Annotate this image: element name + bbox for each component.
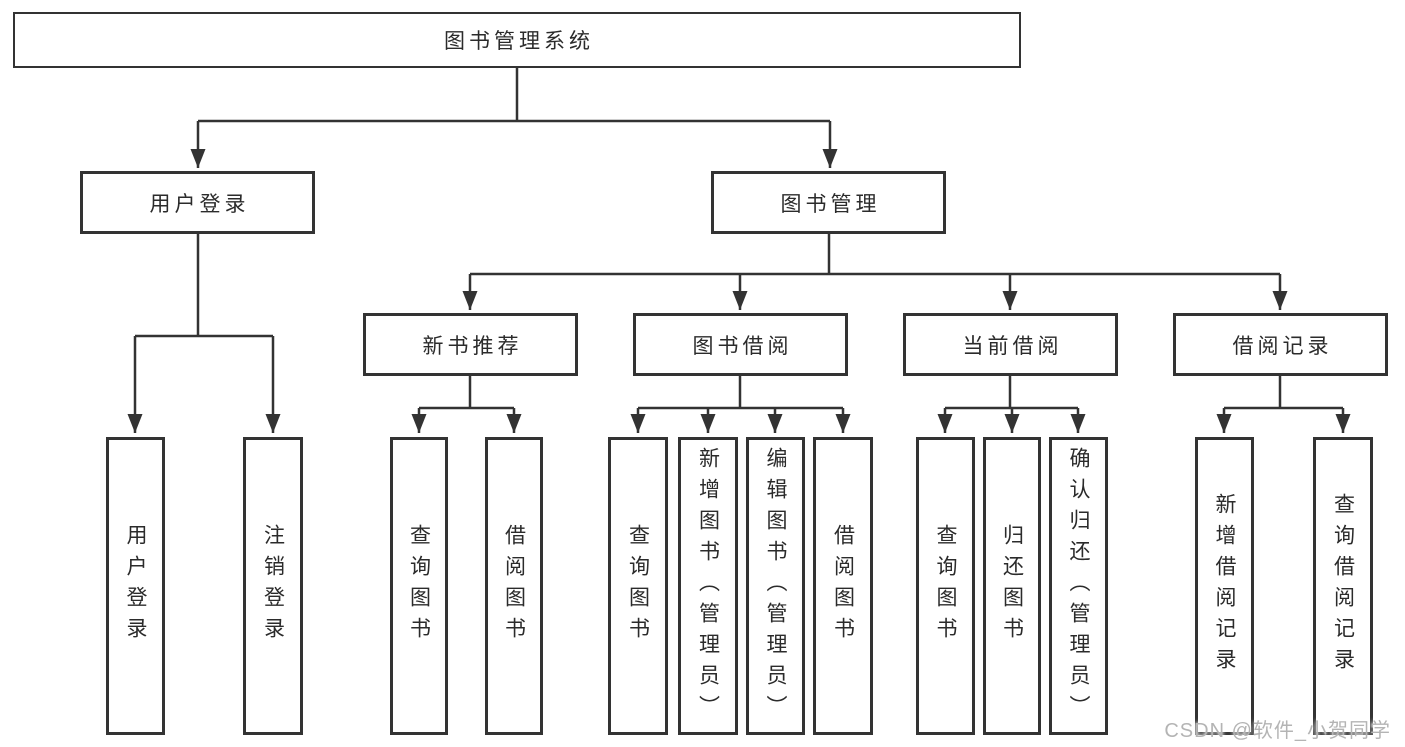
leaf-user-login: 用户登录 (106, 437, 165, 735)
node-book-borrow: 图书借阅 (633, 313, 848, 376)
node-current-borrow: 当前借阅 (903, 313, 1118, 376)
node-user-login: 用户登录 (80, 171, 315, 234)
connector-borrow-records-to-leaves (1216, 376, 1351, 433)
leaf-edit-book-admin: 编辑图书（管理员） (746, 437, 805, 735)
leaf-add-book-admin: 新增图书（管理员） (678, 437, 738, 735)
leaf-label: 新增借阅记录 (1213, 493, 1236, 679)
leaf-query-books: 查询图书 (390, 437, 448, 735)
connector-book-mgmt-to-level3 (462, 234, 1288, 310)
leaf-label: 查询图书 (407, 524, 431, 648)
leaf-label: 确认归还（管理员） (1067, 446, 1090, 726)
connector-root-to-level2 (190, 68, 838, 168)
leaf-label: 用户登录 (124, 524, 147, 648)
node-library-system: 图书管理系统 (13, 12, 1021, 68)
leaf-query-books-borrow: 查询图书 (608, 437, 668, 735)
leaf-label: 编辑图书（管理员） (764, 446, 787, 726)
watermark: CSDN @软件_小贺同学 (1164, 720, 1391, 742)
leaf-confirm-return-admin: 确认归还（管理员） (1049, 437, 1108, 735)
leaf-label: 借阅图书 (831, 524, 855, 648)
connector-current-borrow-to-leaves (937, 376, 1086, 433)
leaf-label: 查询图书 (626, 524, 650, 648)
node-new-book-recommend: 新书推荐 (363, 313, 578, 376)
leaf-query-borrow-record: 查询借阅记录 (1313, 437, 1373, 735)
leaf-label: 注销登录 (261, 524, 285, 648)
connector-user-login-to-leaves (127, 234, 281, 433)
node-book-management: 图书管理 (711, 171, 946, 234)
leaf-logout: 注销登录 (243, 437, 303, 735)
leaf-add-borrow-record: 新增借阅记录 (1195, 437, 1254, 735)
leaf-label: 借阅图书 (502, 524, 526, 648)
connector-new-book-to-leaves (411, 376, 522, 433)
leaf-label: 查询借阅记录 (1331, 493, 1355, 679)
leaf-label: 归还图书 (1000, 524, 1024, 648)
leaf-label: 新增图书（管理员） (696, 446, 720, 726)
leaf-label: 查询图书 (934, 524, 957, 648)
leaf-return-book: 归还图书 (983, 437, 1041, 735)
connector-book-borrow-to-leaves (630, 376, 851, 433)
leaf-borrow-books-2: 借阅图书 (813, 437, 873, 735)
leaf-borrow-books: 借阅图书 (485, 437, 543, 735)
leaf-query-books-current: 查询图书 (916, 437, 975, 735)
node-borrow-records: 借阅记录 (1173, 313, 1388, 376)
